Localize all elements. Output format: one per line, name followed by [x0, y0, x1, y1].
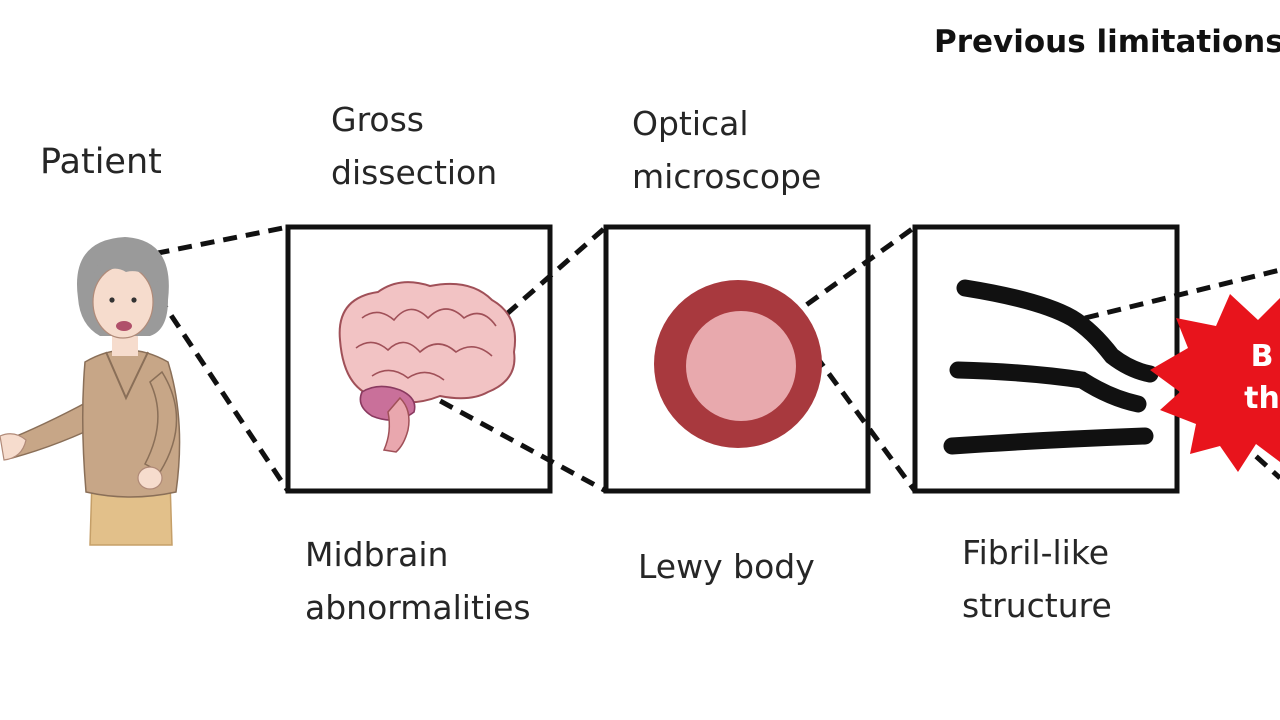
lewy-body-illustration — [654, 280, 822, 448]
lewy-body-line-1: Lewy body — [638, 547, 815, 586]
optical-microscope-label: Optical microscope — [632, 97, 821, 203]
optical-microscope-frame — [603, 224, 871, 494]
brain-stem — [382, 396, 410, 453]
previous-limitations-heading: Previous limitations — [934, 24, 1280, 60]
patient-hair-front — [92, 249, 158, 282]
connector-fibril-top — [1084, 267, 1280, 321]
patient-label: Patient — [40, 142, 162, 182]
lewy-body-label: Lewy body — [638, 540, 815, 593]
fibril-strand-3 — [943, 427, 1154, 455]
burst-line-2: th — [1244, 381, 1280, 416]
patient-illustration — [0, 237, 181, 546]
fibril-line-2: structure — [962, 586, 1112, 625]
midbrain-line-2: abnormalities — [305, 588, 531, 627]
gross-dissection-label: Gross dissection — [331, 93, 497, 199]
optical-microscope-line-2: microscope — [632, 157, 822, 196]
patient-hand-left — [0, 433, 27, 461]
fibril-strand-2 — [949, 361, 1147, 413]
patient-eye-right — [131, 297, 137, 303]
connector-brain-bottom — [418, 387, 608, 494]
gross-dissection-line-2: dissection — [331, 153, 498, 192]
lewy-body-core — [686, 311, 796, 421]
midbrain-abnormalities-label: Midbrain abnormalities — [305, 528, 531, 634]
fibril-line-1: Fibril-like — [962, 533, 1110, 572]
brain-illustration — [338, 281, 516, 453]
red-burst — [1150, 294, 1280, 472]
burst-text: B th — [1244, 336, 1280, 420]
optical-microscope-line-1: Optical — [632, 104, 749, 143]
patient-collar — [105, 351, 149, 401]
patient-eye-left — [109, 297, 115, 303]
burst-line-1: B — [1250, 339, 1274, 374]
gross-dissection-line-1: Gross — [331, 100, 424, 139]
fibril-strand-1 — [956, 279, 1159, 383]
brain-folds — [355, 308, 497, 381]
gross-dissection-frame — [285, 224, 553, 494]
midbrain-line-1: Midbrain — [305, 535, 449, 574]
patient-hand-right — [137, 466, 163, 490]
connector-brain-top — [418, 225, 608, 392]
fibril-illustration — [943, 279, 1159, 455]
connector-lewy-top — [786, 224, 917, 321]
patient-mouth — [116, 321, 132, 331]
fibril-like-structure-label: Fibril-like structure — [962, 526, 1112, 632]
